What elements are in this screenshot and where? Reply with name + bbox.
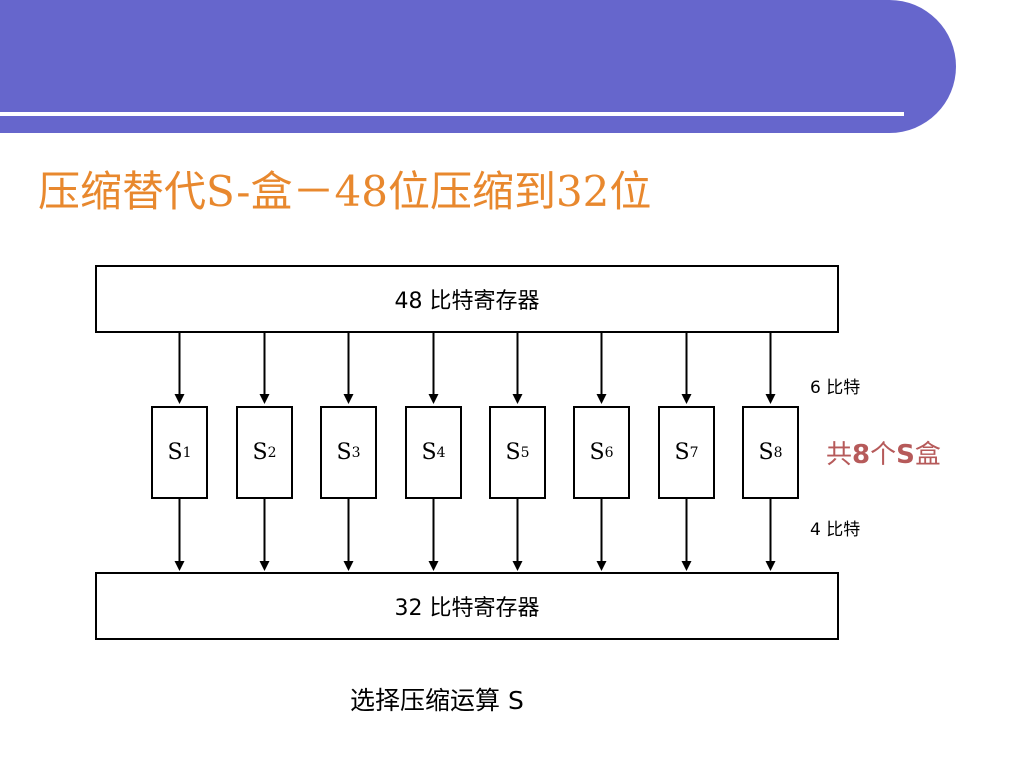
input-arrowhead-6 [596,394,607,404]
sbox-letter: S [758,440,774,465]
output-arrowhead-1 [174,561,185,571]
output-arrowhead-8 [765,561,776,571]
total-s: S [896,440,915,470]
total-sbox-note: 共8个S盒 [826,434,941,471]
sbox-index: 5 [520,444,530,461]
header-rule [0,112,904,116]
output-arrowhead-4 [428,561,439,571]
input-arrowhead-4 [428,394,439,404]
input-arrowhead-5 [512,394,523,404]
total-prefix: 共 [826,440,853,470]
sbox-index: 7 [689,444,699,461]
sbox-index: 3 [351,444,361,461]
sbox-letter: S [167,440,183,465]
sbox-index: 1 [182,444,192,461]
sbox-index: 2 [267,444,277,461]
input-bits-note: 6 比特 [810,378,861,398]
total-count: 8 [852,440,871,470]
output-arrowhead-3 [343,561,354,571]
output-arrowhead-5 [512,561,523,571]
sbox-letter: S [505,440,521,465]
bottom-register-32bit: 32 比特寄存器 [95,572,839,640]
sbox-letter: S [336,440,352,465]
sbox-index: 8 [773,444,783,461]
sbox-letter: S [421,440,437,465]
sbox-letter: S [589,440,605,465]
total-mid: 个 [870,440,897,470]
input-arrowhead-8 [765,394,776,404]
sbox-letter: S [252,440,268,465]
top-register-48bit: 48 比特寄存器 [95,265,839,333]
input-arrowhead-1 [174,394,185,404]
header-band [0,0,956,133]
output-bits-note: 4 比特 [810,520,861,540]
diagram-caption: 选择压缩运算 S [350,686,524,715]
sbox-index: 4 [436,444,446,461]
total-suffix: 盒 [914,440,941,470]
sbox-index: 6 [604,444,614,461]
input-arrowhead-7 [681,394,692,404]
sbox-letter: S [674,440,690,465]
input-arrowhead-2 [259,394,270,404]
output-arrowhead-2 [259,561,270,571]
output-arrowhead-6 [596,561,607,571]
slide-title: 压缩替代S-盒－48位压缩到32位 [38,167,652,216]
input-arrowhead-3 [343,394,354,404]
output-arrowhead-7 [681,561,692,571]
